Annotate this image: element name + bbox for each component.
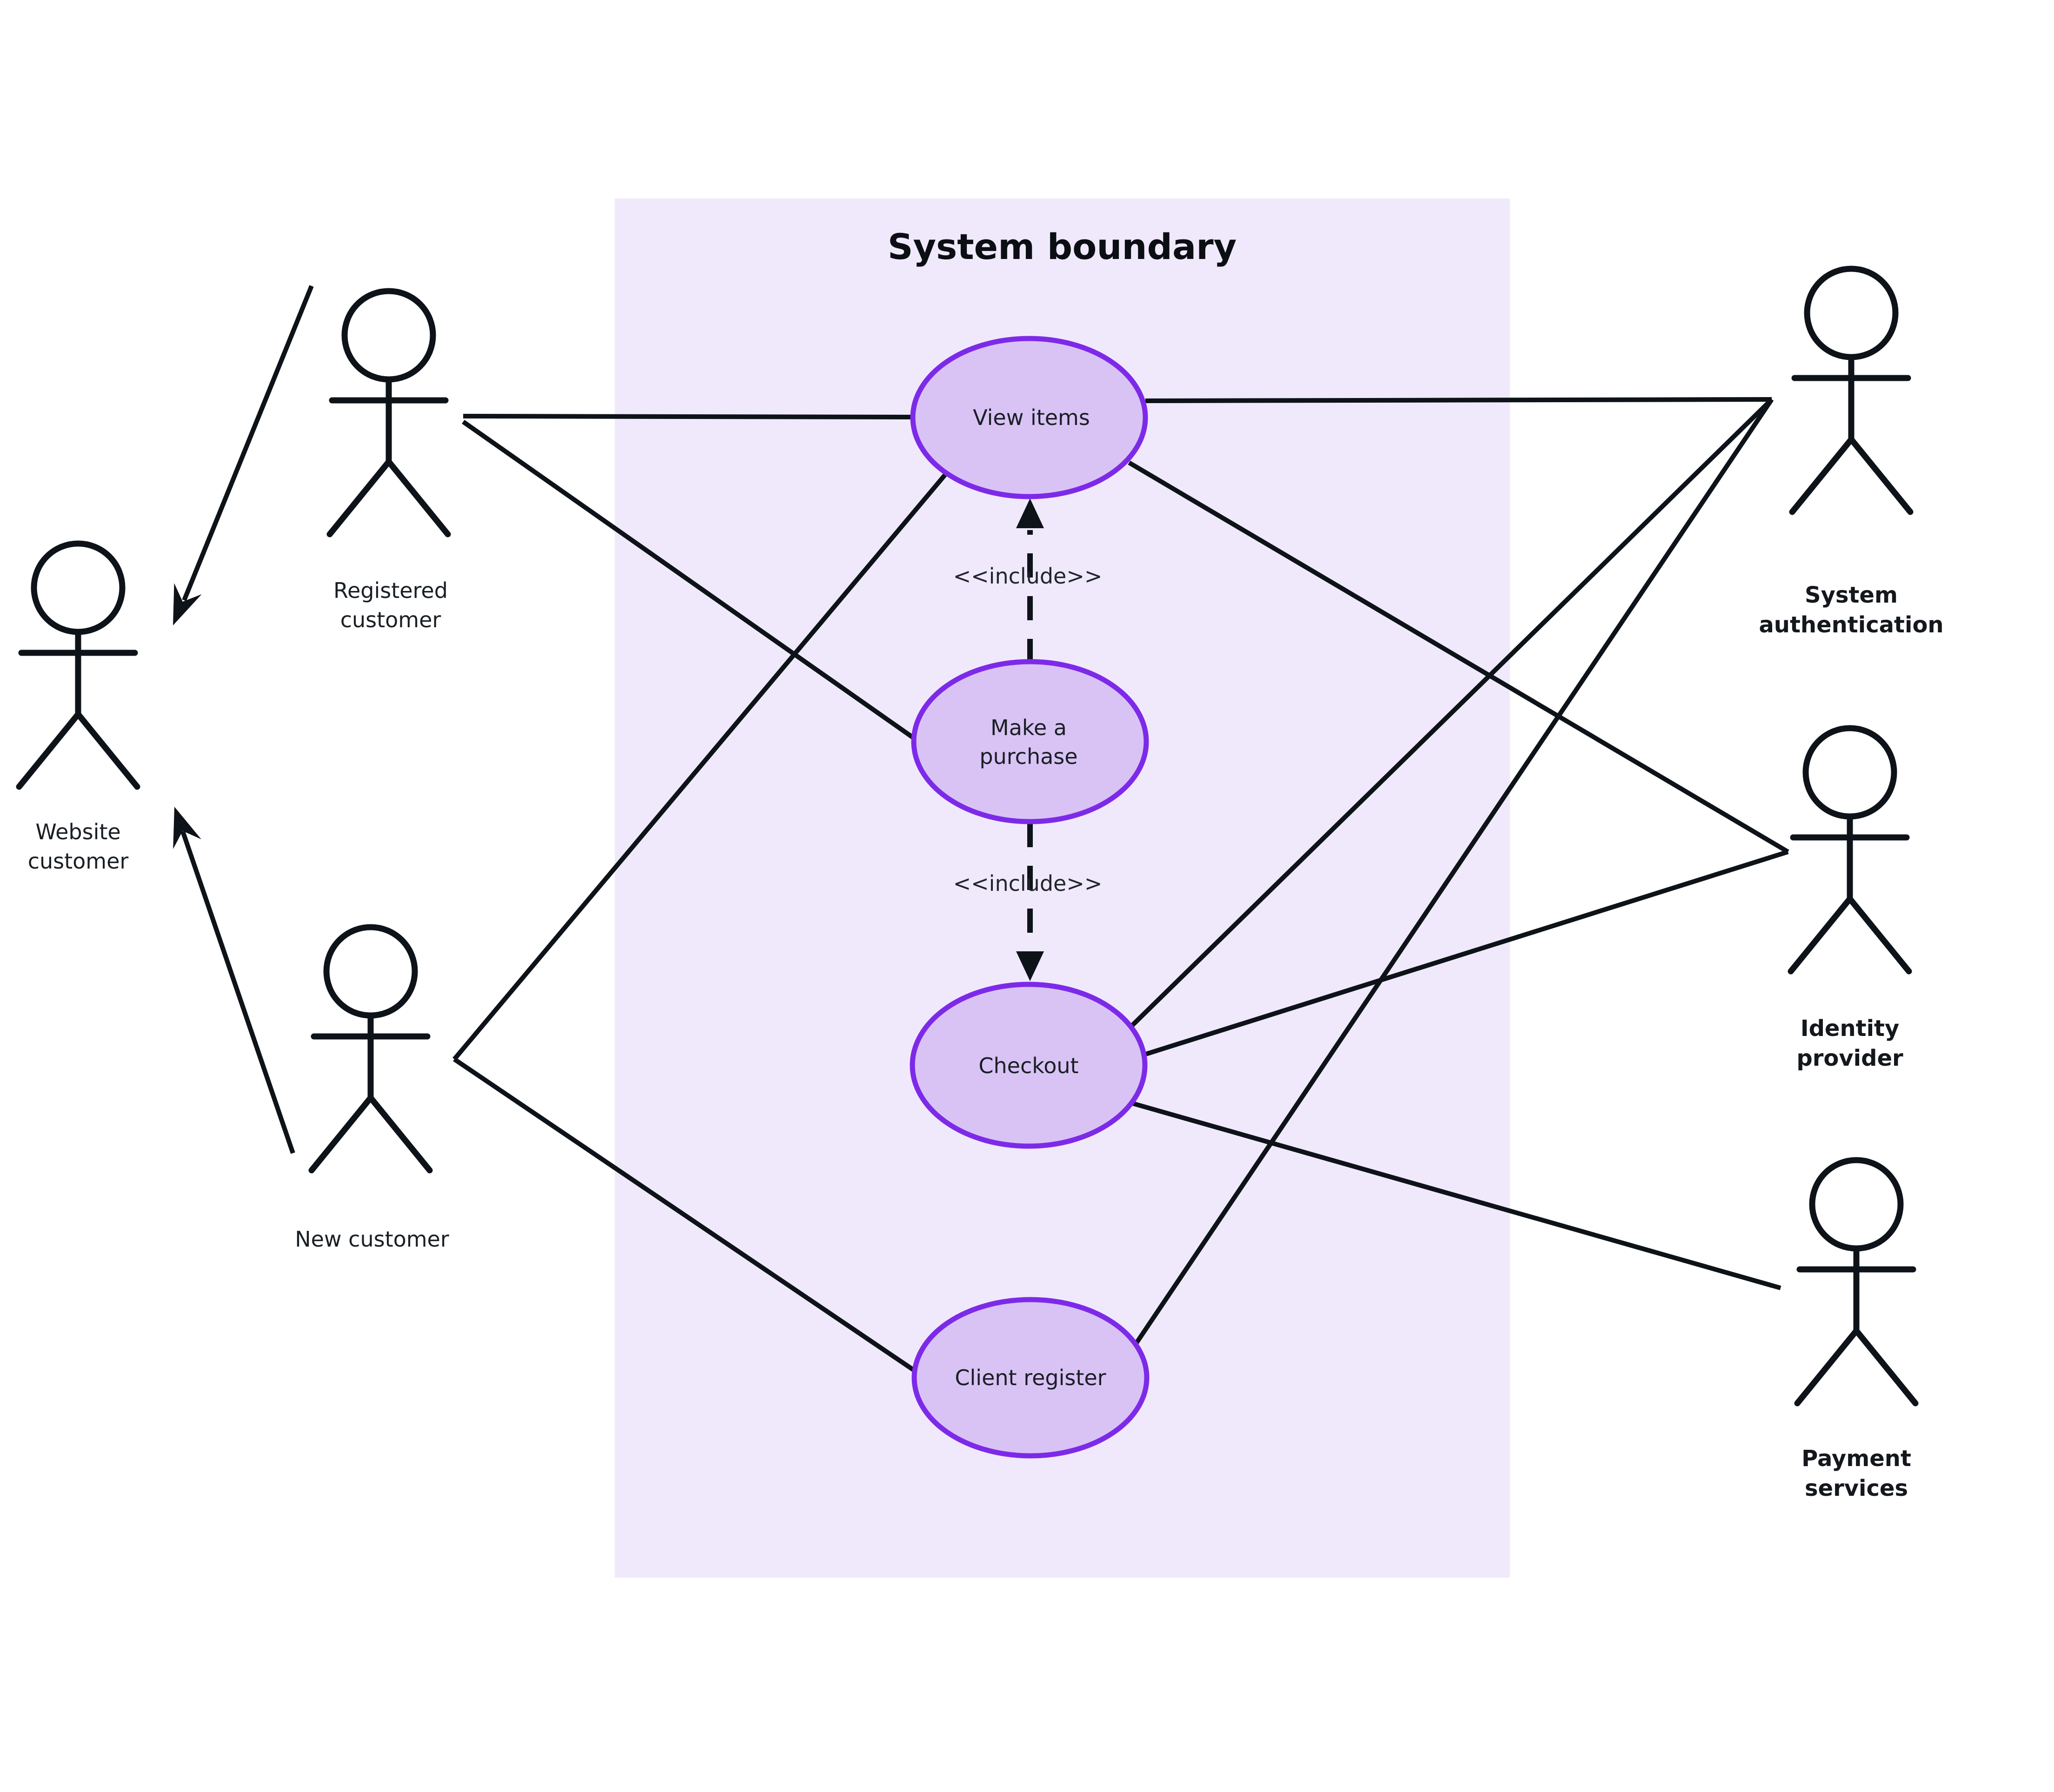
actor-label: services (1805, 1475, 1908, 1501)
association-new-customer--view-items (452, 469, 951, 1061)
actor-new-customer: New customer (295, 924, 449, 1252)
usecase-label: purchase (979, 744, 1077, 769)
actor-label: customer (340, 607, 441, 632)
usecase-ellipse (910, 336, 1148, 499)
usecase-checkout: Checkout (910, 982, 1148, 1149)
include-label: <<include>> (953, 564, 1103, 589)
actor-label: System (1805, 582, 1898, 608)
include-make-a-purchase--view-items: <<include>> (953, 498, 1103, 663)
stick-figure-icon (1788, 725, 1912, 975)
association-checkout--system-authentication (1130, 398, 1774, 1027)
arrowhead-icon (173, 583, 202, 625)
include-label: <<include>> (953, 871, 1103, 896)
usecase-view-items: View items (910, 336, 1148, 499)
actor-system-authentication: System authentication (1759, 265, 1944, 638)
usecase-label: Checkout (978, 1053, 1078, 1078)
generalization-shaft (180, 830, 295, 1154)
generalization-shaft (182, 285, 314, 601)
association-registered-customer--make-a-purchase (462, 419, 916, 741)
diagram-title: System boundary (888, 226, 1237, 267)
usecase-make-a-purchase: Make a purchase (911, 659, 1149, 824)
actor-identity-provider: Identity provider (1788, 725, 1912, 1071)
generalization-new-customer--website-customer (173, 807, 295, 1154)
usecase-ellipse (911, 1297, 1150, 1459)
association-checkout--identity-provider (1143, 850, 1789, 1057)
arrowhead-icon (173, 807, 201, 849)
actor-label: authentication (1759, 612, 1943, 638)
actor-payment-services: Payment services (1794, 1157, 1919, 1501)
association-checkout--payment-services (1130, 1101, 1781, 1290)
stick-figure-icon (308, 924, 433, 1174)
usecase-label: View items (973, 405, 1090, 430)
arrowhead-icon (1016, 498, 1044, 528)
stick-figure-icon (16, 540, 140, 790)
actor-registered-customer: Registered customer (326, 288, 451, 632)
generalization-registered-customer--website-customer (173, 285, 314, 625)
actor-label: New customer (295, 1227, 449, 1252)
stick-figure-icon (326, 288, 451, 538)
association-registered-customer--view-items (463, 414, 914, 419)
usecase-ellipse (910, 982, 1148, 1149)
usecase-client-register: Client register (911, 1297, 1150, 1459)
stick-figure-icon (1789, 265, 1914, 515)
association-view-items--system-authentication (1145, 397, 1772, 403)
actor-label: Identity (1801, 1015, 1900, 1042)
actor-label: Registered (333, 578, 448, 603)
actor-label: customer (28, 849, 129, 874)
association-new-customer--client-register (453, 1057, 917, 1374)
association-client-register--system-authentication (1134, 398, 1774, 1344)
arrowhead-icon (1016, 951, 1044, 981)
actor-label: provider (1796, 1045, 1903, 1071)
usecase-ellipse (911, 659, 1149, 824)
actor-website-customer: Website customer (16, 540, 140, 874)
stick-figure-icon (1794, 1157, 1919, 1407)
include-make-a-purchase--checkout: <<include>> (953, 823, 1103, 981)
association-view-items--identity-provider (1128, 460, 1789, 854)
actor-label: Website (35, 819, 120, 844)
actor-label: Payment (1801, 1446, 1911, 1472)
usecase-label: Client register (955, 1365, 1106, 1390)
usecase-label: Make a (990, 715, 1067, 740)
association-lines (452, 397, 1789, 1374)
